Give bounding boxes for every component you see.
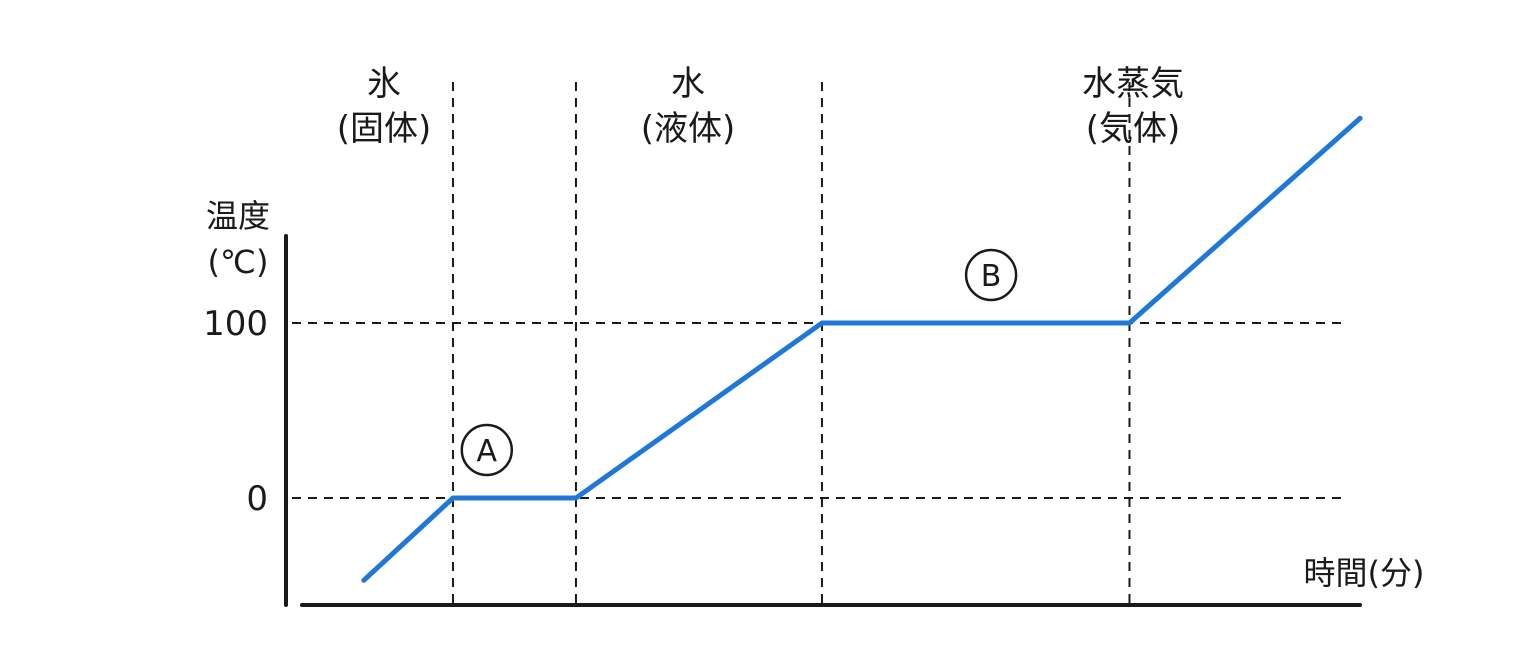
marker-label-a: A — [477, 434, 498, 469]
x-axis-label: 時間(分) — [1304, 554, 1425, 592]
temperature-series-line — [361, 115, 1363, 583]
marker-layer: AB — [460, 248, 1018, 477]
phase-label-gas-line2: (気体) — [1086, 109, 1181, 149]
tick-layer: 0 100 — [203, 304, 268, 519]
phase-label-solid-line2: (固体) — [337, 109, 432, 149]
series-layer — [361, 115, 1363, 583]
y-axis-label-line1: 温度 — [206, 197, 270, 235]
grid-layer — [292, 82, 1348, 605]
phase-label-gas-line1: 水蒸気 — [1082, 64, 1184, 104]
marker-circle-a — [460, 423, 514, 477]
y-tick-label-1: 100 — [203, 304, 268, 344]
axis-layer — [284, 234, 1362, 607]
y-tick-label-0: 0 — [246, 479, 268, 519]
phase-label-liquid-line1: 水 — [671, 64, 705, 104]
text-layer: 温度 (℃) 時間(分) 氷 (固体) 水 (液体) 水蒸気 (気体) — [206, 64, 1425, 592]
phase-label-solid-line1: 氷 — [367, 64, 401, 104]
phase-label-liquid-line2: (液体) — [641, 109, 736, 149]
marker-circle-b — [964, 248, 1018, 302]
marker-label-b: B — [981, 259, 1002, 294]
y-axis-label-line2: (℃) — [208, 243, 269, 281]
